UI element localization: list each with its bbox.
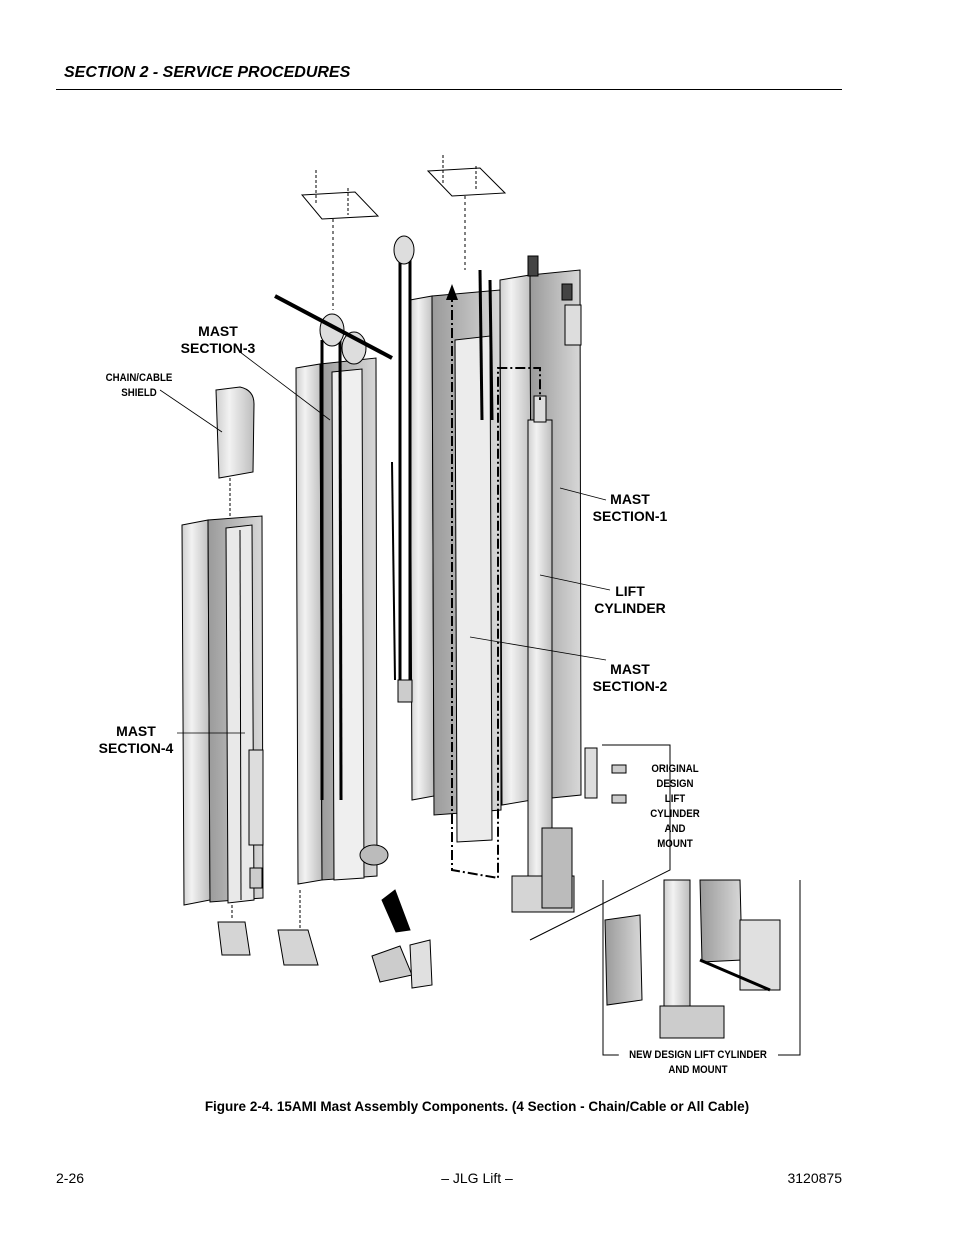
label-chain-cable-shield: CHAIN/CABLE SHIELD	[105, 372, 173, 399]
label-mast-section-1: MAST SECTION-1	[592, 491, 668, 524]
leader-lines	[159, 351, 611, 734]
label-new-design: NEW DESIGN LIFT CYLINDER AND MOUNT	[618, 1048, 778, 1078]
chain-cable-shield	[215, 386, 255, 530]
bottom-brackets	[217, 844, 433, 989]
page-number: 2-26	[56, 1170, 85, 1186]
section-title: SECTION 2 - SERVICE PROCEDURES	[64, 64, 351, 81]
lift-cylinder	[511, 395, 575, 913]
document-number: 3120875	[787, 1170, 842, 1186]
label-mast-section-4: MAST SECTION-4	[98, 723, 174, 756]
label-mast-section-2: MAST SECTION-2	[592, 661, 668, 694]
label-lift-cylinder: LIFT CYLINDER	[594, 583, 666, 616]
mast-section-3	[274, 294, 393, 885]
mast-section-2	[391, 235, 502, 843]
chain-path	[451, 292, 541, 880]
cover-plate-left	[300, 170, 380, 310]
publisher-footer: – JLG Lift –	[441, 1170, 513, 1186]
mast-section-4	[181, 515, 264, 906]
label-original-design: ORIGINAL DESIGN LIFT CYLINDER AND MOUNT	[650, 763, 700, 850]
header-rule	[56, 89, 842, 90]
original-design-mount	[529, 744, 671, 941]
figure-caption: Figure 2-4. 15AMI Mast Assembly Componen…	[204, 1099, 750, 1114]
new-design-inset	[602, 879, 801, 1056]
cover-plate-right	[426, 155, 507, 270]
label-mast-section-3: MAST SECTION-3	[180, 323, 256, 356]
